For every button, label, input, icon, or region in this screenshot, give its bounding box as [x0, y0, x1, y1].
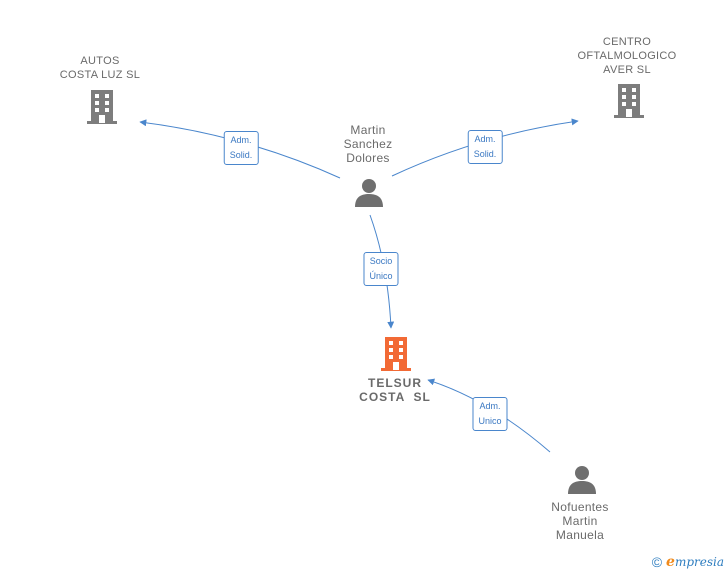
node-martin-label[interactable]: Martin Sanchez Dolores	[343, 123, 393, 165]
building-icon[interactable]	[86, 89, 118, 125]
edge-label-martin-centro[interactable]: Adm. Solid.	[467, 130, 503, 164]
person-icon[interactable]	[354, 177, 384, 208]
person-icon[interactable]	[567, 464, 597, 495]
brand-watermark: © empresia	[652, 554, 724, 570]
node-nofuentes-label[interactable]: Nofuentes Martin Manuela	[551, 500, 609, 542]
node-telsur-label[interactable]: TELSUR COSTA SL	[359, 376, 431, 404]
node-autos-label[interactable]: AUTOS COSTA LUZ SL	[59, 55, 141, 81]
building-icon[interactable]	[380, 336, 412, 372]
edge-label-martin-telsur[interactable]: Socio Único	[363, 252, 399, 286]
building-icon[interactable]	[613, 83, 645, 119]
copyright-icon: ©	[651, 554, 663, 570]
brand-name: empresia	[666, 554, 724, 570]
node-centro-label[interactable]: CENTRO OFTALMOLOGICO AVER SL	[577, 36, 677, 76]
edge-label-martin-autos[interactable]: Adm. Solid.	[223, 131, 259, 165]
edge-label-nofuentes-telsur[interactable]: Adm. Unico	[472, 397, 508, 431]
